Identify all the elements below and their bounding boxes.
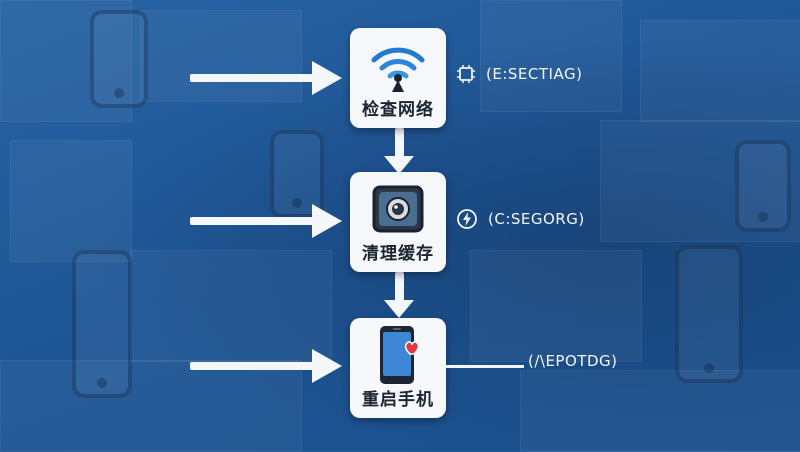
side-tag-3: (/\EPOTDG)	[528, 352, 617, 370]
phone-heart-icon	[370, 324, 426, 390]
flow-arrow-2-to-3	[384, 272, 414, 318]
bg-tile	[470, 250, 642, 362]
camera-cleaner-icon	[371, 184, 425, 238]
bg-tile	[140, 10, 302, 102]
bg-tile	[0, 360, 302, 452]
bg-tile	[600, 120, 800, 242]
step-clear-cache: 清理缓存	[350, 172, 446, 272]
flow-arrow-1-to-2	[384, 128, 414, 174]
step-label: 清理缓存	[362, 244, 434, 264]
bg-tile	[0, 0, 132, 122]
bg-phone-silhouette	[270, 130, 324, 218]
bg-tile	[640, 20, 800, 122]
input-arrow-3	[190, 348, 342, 384]
step-label: 重启手机	[362, 390, 434, 410]
side-tag-text: (C:SEGORG)	[488, 210, 585, 228]
bg-phone-silhouette	[90, 10, 148, 108]
step-restart-phone: 重启手机	[350, 318, 446, 418]
step-label: 检查网络	[362, 100, 434, 120]
bg-phone-silhouette	[735, 140, 791, 232]
side-tag-2: (C:SEGORG)	[456, 208, 585, 230]
bg-tile	[520, 370, 800, 452]
side-tag-1: (E:SECTIAG)	[456, 64, 582, 84]
input-arrow-1	[190, 60, 342, 96]
side-tag-text: (/\EPOTDG)	[528, 352, 618, 370]
step-check-network: 检查网络	[350, 28, 446, 128]
bg-phone-silhouette	[72, 250, 132, 398]
side-tag-text: (E:SECTIAG)	[486, 65, 583, 83]
input-arrow-2	[190, 203, 342, 239]
wifi-tower-icon	[368, 38, 428, 98]
bg-tile	[130, 250, 332, 362]
bg-phone-silhouette	[675, 245, 743, 383]
chip-icon	[456, 64, 476, 84]
lightning-circle-icon	[456, 208, 478, 230]
connector-line	[446, 365, 524, 368]
bg-tile	[10, 140, 132, 262]
bg-tile	[480, 0, 622, 112]
